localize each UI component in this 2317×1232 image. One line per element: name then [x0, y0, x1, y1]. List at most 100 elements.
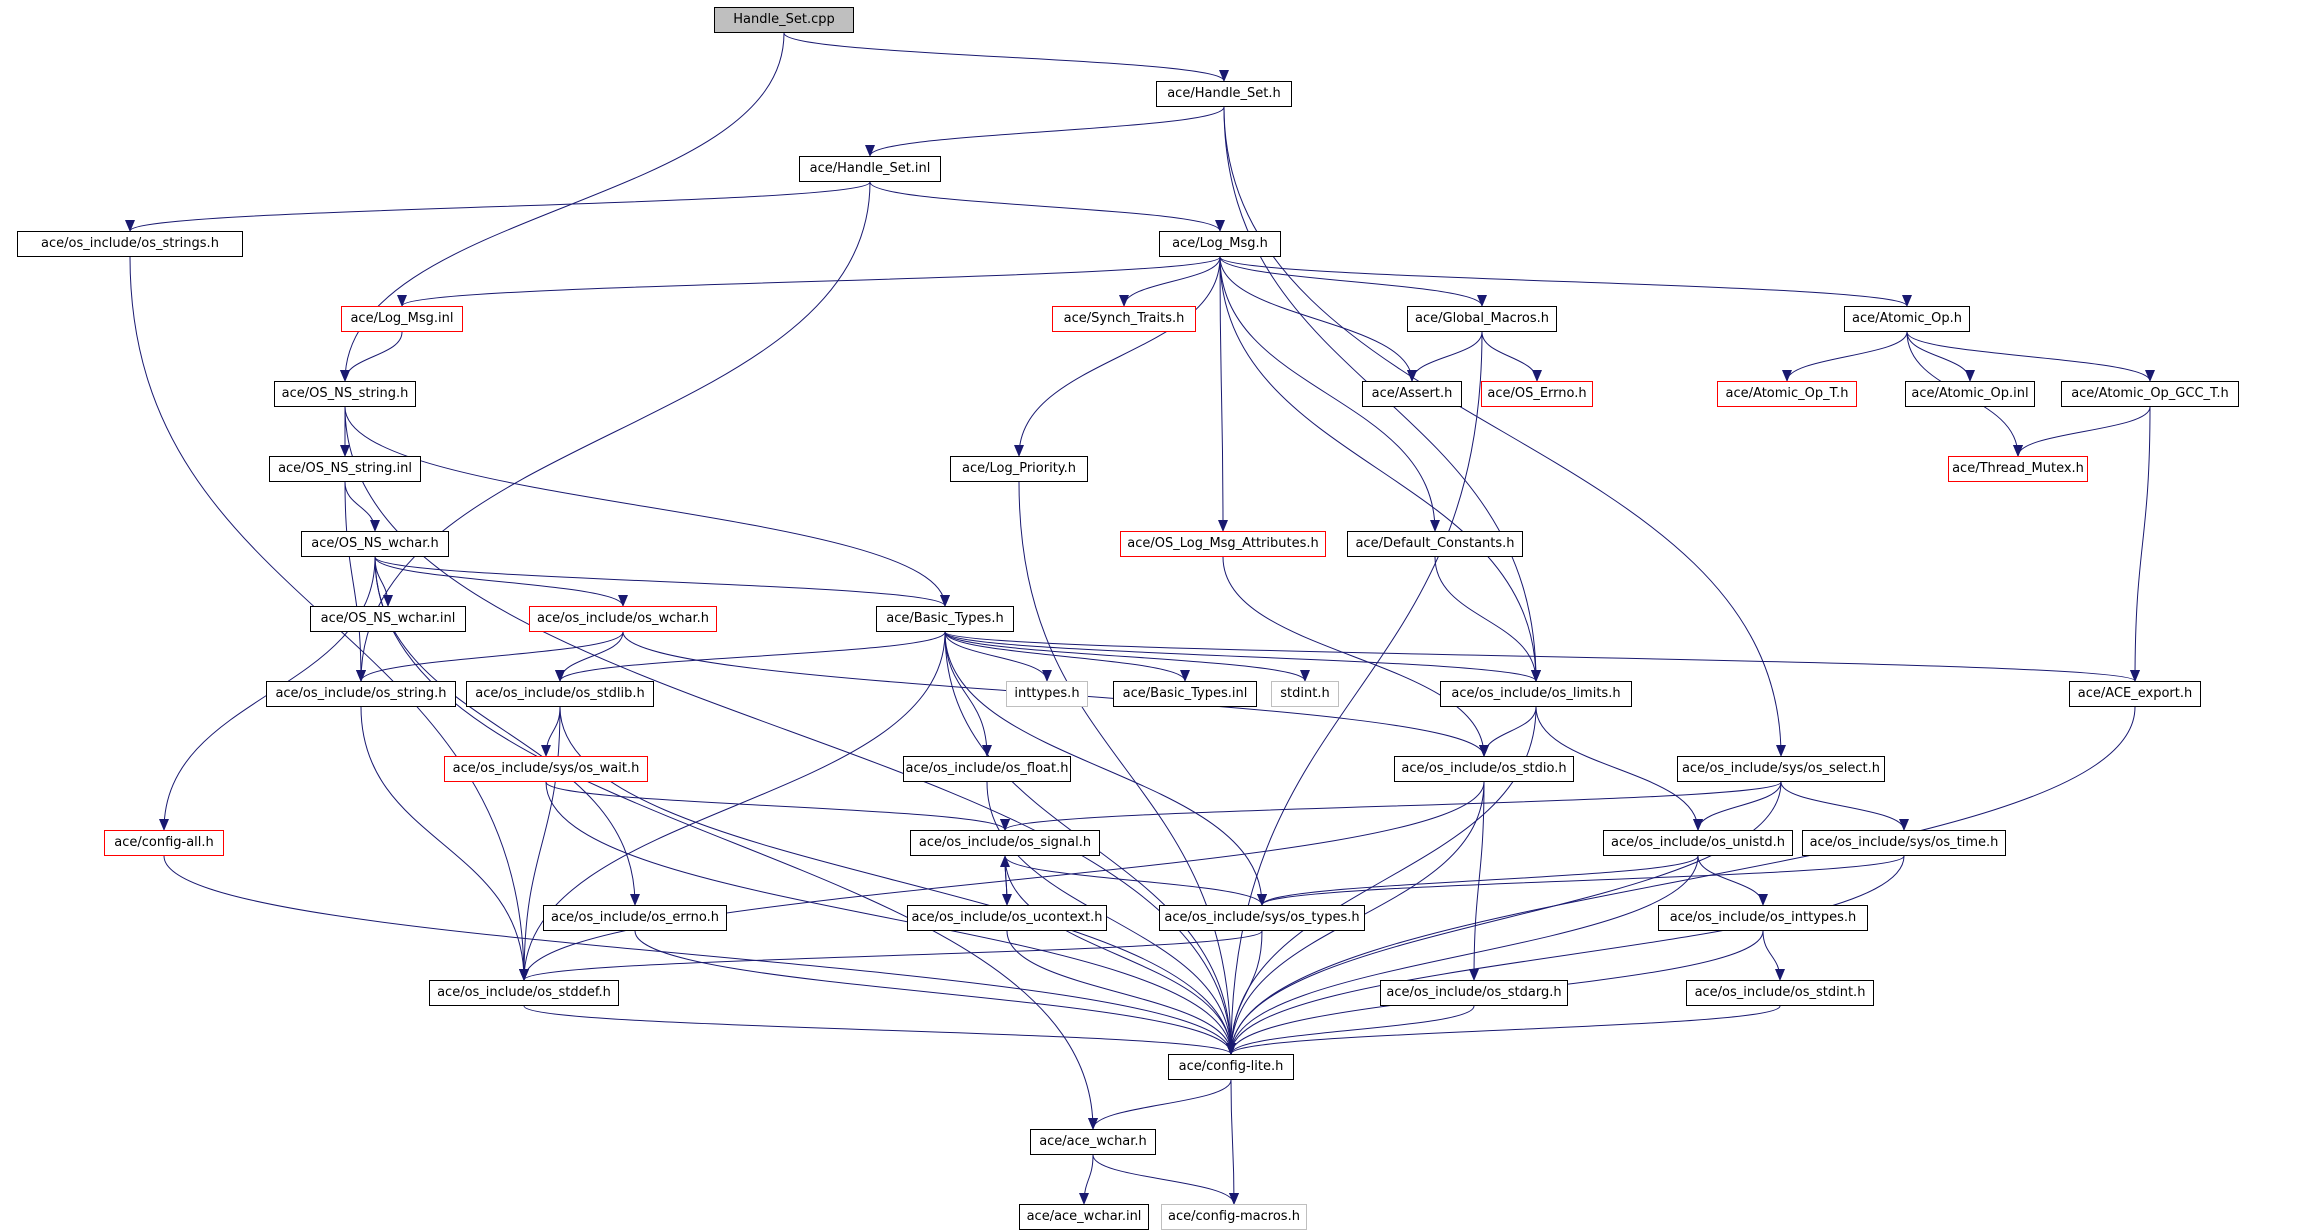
- edge-atomic-op-h-to-atomic-op-gcc-t-h: [1906, 331, 2155, 382]
- node-os-select-h[interactable]: ace/os_include/sys/os_select.h: [1677, 756, 1885, 782]
- node-os-strings-h[interactable]: ace/os_include/os_strings.h: [17, 231, 243, 257]
- edge-atomic-op-gcc-t-h-to-thread-mutex-h: [2013, 406, 2151, 457]
- edge-os-unistd-h-to-os-inttypes-h: [1697, 855, 1768, 906]
- node-os-types-h[interactable]: ace/os_include/sys/os_types.h: [1159, 905, 1365, 931]
- node-config-lite-h[interactable]: ace/config-lite.h: [1168, 1054, 1294, 1080]
- edge-log-msg-h-to-os-log-msg-attributes-h: [1217, 256, 1228, 532]
- edge-os-ns-string-inl-to-os-ns-wchar-h: [344, 481, 380, 532]
- node-os-ucontext-h[interactable]: ace/os_include/os_ucontext.h: [907, 905, 1107, 931]
- edge-handle-set-inl-to-log-msg-h: [869, 181, 1225, 232]
- edge-os-ns-string-inl-to-os-string-h: [344, 481, 366, 682]
- node-os-ns-string-inl[interactable]: ace/OS_NS_string.inl: [269, 456, 421, 482]
- node-atomic-op-t-h[interactable]: ace/Atomic_Op_T.h: [1717, 381, 1857, 407]
- node-synch-traits-h[interactable]: ace/Synch_Traits.h: [1052, 306, 1196, 332]
- edge-basic-types-h-to-os-stdlib-h: [555, 631, 946, 682]
- node-os-log-msg-attributes-h[interactable]: ace/OS_Log_Msg_Attributes.h: [1120, 531, 1326, 557]
- node-atomic-op-inl[interactable]: ace/Atomic_Op.inl: [1905, 381, 2035, 407]
- node-handle-set-h[interactable]: ace/Handle_Set.h: [1156, 81, 1292, 107]
- edge-os-wait-h-to-config-lite-h: [545, 781, 1236, 1055]
- edge-os-errno-h-to-config-lite-h: [634, 930, 1236, 1055]
- edge-log-msg-h-to-log-priority-h: [1014, 256, 1221, 457]
- node-os-stdarg-h[interactable]: ace/os_include/os_stdarg.h: [1380, 980, 1568, 1006]
- node-config-macros-h[interactable]: ace/config-macros.h: [1161, 1204, 1307, 1230]
- node-os-inttypes-h[interactable]: ace/os_include/os_inttypes.h: [1658, 905, 1868, 931]
- node-os-wchar-h[interactable]: ace/os_include/os_wchar.h: [529, 606, 717, 632]
- node-os-ns-wchar-inl[interactable]: ace/OS_NS_wchar.inl: [310, 606, 466, 632]
- node-basic-types-inl[interactable]: ace/Basic_Types.inl: [1113, 681, 1257, 707]
- node-os-signal-h[interactable]: ace/os_include/os_signal.h: [910, 830, 1100, 856]
- node-basic-types-h[interactable]: ace/Basic_Types.h: [876, 606, 1014, 632]
- node-os-stddef-h[interactable]: ace/os_include/os_stddef.h: [429, 980, 619, 1006]
- node-os-limits-h[interactable]: ace/os_include/os_limits.h: [1440, 681, 1632, 707]
- edge-os-signal-h-to-config-lite-h: [1004, 855, 1236, 1055]
- node-atomic-op-gcc-t-h[interactable]: ace/Atomic_Op_GCC_T.h: [2061, 381, 2239, 407]
- node-os-wait-h[interactable]: ace/os_include/sys/os_wait.h: [444, 756, 648, 782]
- edge-atomic-op-gcc-t-h-to-ace-export-h: [2130, 406, 2151, 682]
- node-os-stdlib-h[interactable]: ace/os_include/os_stdlib.h: [466, 681, 654, 707]
- edge-atomic-op-h-to-atomic-op-t-h: [1782, 331, 1908, 382]
- node-handle-set-inl[interactable]: ace/Handle_Set.inl: [799, 156, 941, 182]
- edge-os-ns-string-h-to-basic-types-h: [344, 406, 950, 607]
- node-handle-set-cpp[interactable]: Handle_Set.cpp: [714, 7, 854, 33]
- node-os-unistd-h[interactable]: ace/os_include/os_unistd.h: [1603, 830, 1793, 856]
- node-os-errno-ace-h[interactable]: ace/OS_Errno.h: [1481, 381, 1593, 407]
- edge-log-msg-inl-to-os-ns-string-h: [340, 331, 403, 382]
- node-os-stdint-h[interactable]: ace/os_include/os_stdint.h: [1686, 980, 1874, 1006]
- node-assert-h[interactable]: ace/Assert.h: [1362, 381, 1462, 407]
- edge-log-msg-h-to-assert-h: [1219, 256, 1417, 382]
- edge-ace-export-h-to-config-lite-h: [1226, 706, 2136, 1055]
- edge-config-all-h-to-config-lite-h: [163, 855, 1236, 1055]
- node-stdint-h[interactable]: stdint.h: [1271, 681, 1339, 707]
- dependency-edges: [125, 32, 2155, 1205]
- node-ace-wchar-h[interactable]: ace/ace_wchar.h: [1030, 1129, 1156, 1155]
- edge-config-lite-h-to-ace-wchar-h: [1088, 1079, 1232, 1130]
- edge-os-time-h-to-os-types-h: [1257, 855, 1905, 906]
- edge-os-time-h-to-config-lite-h: [1226, 855, 1905, 1055]
- node-os-ns-wchar-h[interactable]: ace/OS_NS_wchar.h: [301, 531, 449, 557]
- edge-basic-types-h-to-ace-export-h: [944, 631, 2140, 682]
- edge-basic-types-h-to-basic-types-inl: [944, 631, 1190, 682]
- node-atomic-op-h[interactable]: ace/Atomic_Op.h: [1844, 306, 1970, 332]
- edge-handle-set-inl-to-os-string-h: [356, 181, 871, 682]
- node-thread-mutex-h[interactable]: ace/Thread_Mutex.h: [1948, 456, 2088, 482]
- node-ace-wchar-inl[interactable]: ace/ace_wchar.inl: [1019, 1204, 1149, 1230]
- node-os-float-h[interactable]: ace/os_include/os_float.h: [903, 756, 1071, 782]
- node-global-macros-h[interactable]: ace/Global_Macros.h: [1407, 306, 1557, 332]
- node-os-ns-string-h[interactable]: ace/OS_NS_string.h: [274, 381, 416, 407]
- edge-log-priority-h-to-config-lite-h: [1018, 481, 1236, 1055]
- node-log-msg-inl[interactable]: ace/Log_Msg.inl: [341, 306, 463, 332]
- edge-basic-types-h-to-os-limits-h: [944, 631, 1541, 682]
- edge-basic-types-h-to-os-float-h: [944, 631, 992, 757]
- node-config-all-h[interactable]: ace/config-all.h: [104, 830, 224, 856]
- edge-os-ns-wchar-h-to-os-wchar-h: [374, 556, 628, 607]
- node-ace-export-h[interactable]: ace/ACE_export.h: [2069, 681, 2201, 707]
- node-os-errno-h[interactable]: ace/os_include/os_errno.h: [543, 905, 727, 931]
- edge-os-wchar-h-to-os-string-h: [356, 631, 624, 682]
- node-log-priority-h[interactable]: ace/Log_Priority.h: [950, 456, 1088, 482]
- node-os-stdio-h[interactable]: ace/os_include/os_stdio.h: [1394, 756, 1574, 782]
- node-log-msg-h[interactable]: ace/Log_Msg.h: [1159, 231, 1281, 257]
- edge-handle-set-inl-to-os-strings-h: [125, 181, 871, 232]
- edge-os-stdio-h-to-os-stddef-h: [519, 781, 1485, 981]
- edge-os-ucontext-h-to-config-lite-h: [1006, 930, 1236, 1055]
- node-inttypes-h[interactable]: inttypes.h: [1006, 681, 1088, 707]
- edge-os-log-msg-attributes-h-to-os-stdio-h: [1222, 556, 1489, 757]
- edge-os-unistd-h-to-os-types-h: [1257, 855, 1699, 906]
- edge-os-string-h-to-os-stddef-h: [360, 706, 529, 981]
- edge-os-unistd-h-to-config-lite-h: [1226, 855, 1699, 1055]
- edge-basic-types-h-to-os-types-h: [944, 631, 1267, 906]
- edge-global-macros-h-to-assert-h: [1407, 331, 1483, 382]
- edge-log-msg-h-to-os-limits-h: [1219, 256, 1541, 682]
- edge-log-msg-h-to-atomic-op-h: [1219, 256, 1912, 307]
- edge-os-stdint-h-to-config-lite-h: [1226, 1005, 1781, 1055]
- node-default-constants-h[interactable]: ace/Default_Constants.h: [1347, 531, 1523, 557]
- edge-log-msg-h-to-synch-traits-h: [1119, 256, 1221, 307]
- edge-os-limits-h-to-os-unistd-h: [1535, 706, 1703, 831]
- node-os-time-h[interactable]: ace/os_include/sys/os_time.h: [1802, 830, 2006, 856]
- edge-ace-wchar-h-to-ace-wchar-inl: [1079, 1154, 1094, 1205]
- edge-ace-wchar-h-to-config-macros-h: [1092, 1154, 1239, 1205]
- edge-os-stddef-h-to-config-lite-h: [523, 1005, 1236, 1055]
- node-os-string-h[interactable]: ace/os_include/os_string.h: [266, 681, 456, 707]
